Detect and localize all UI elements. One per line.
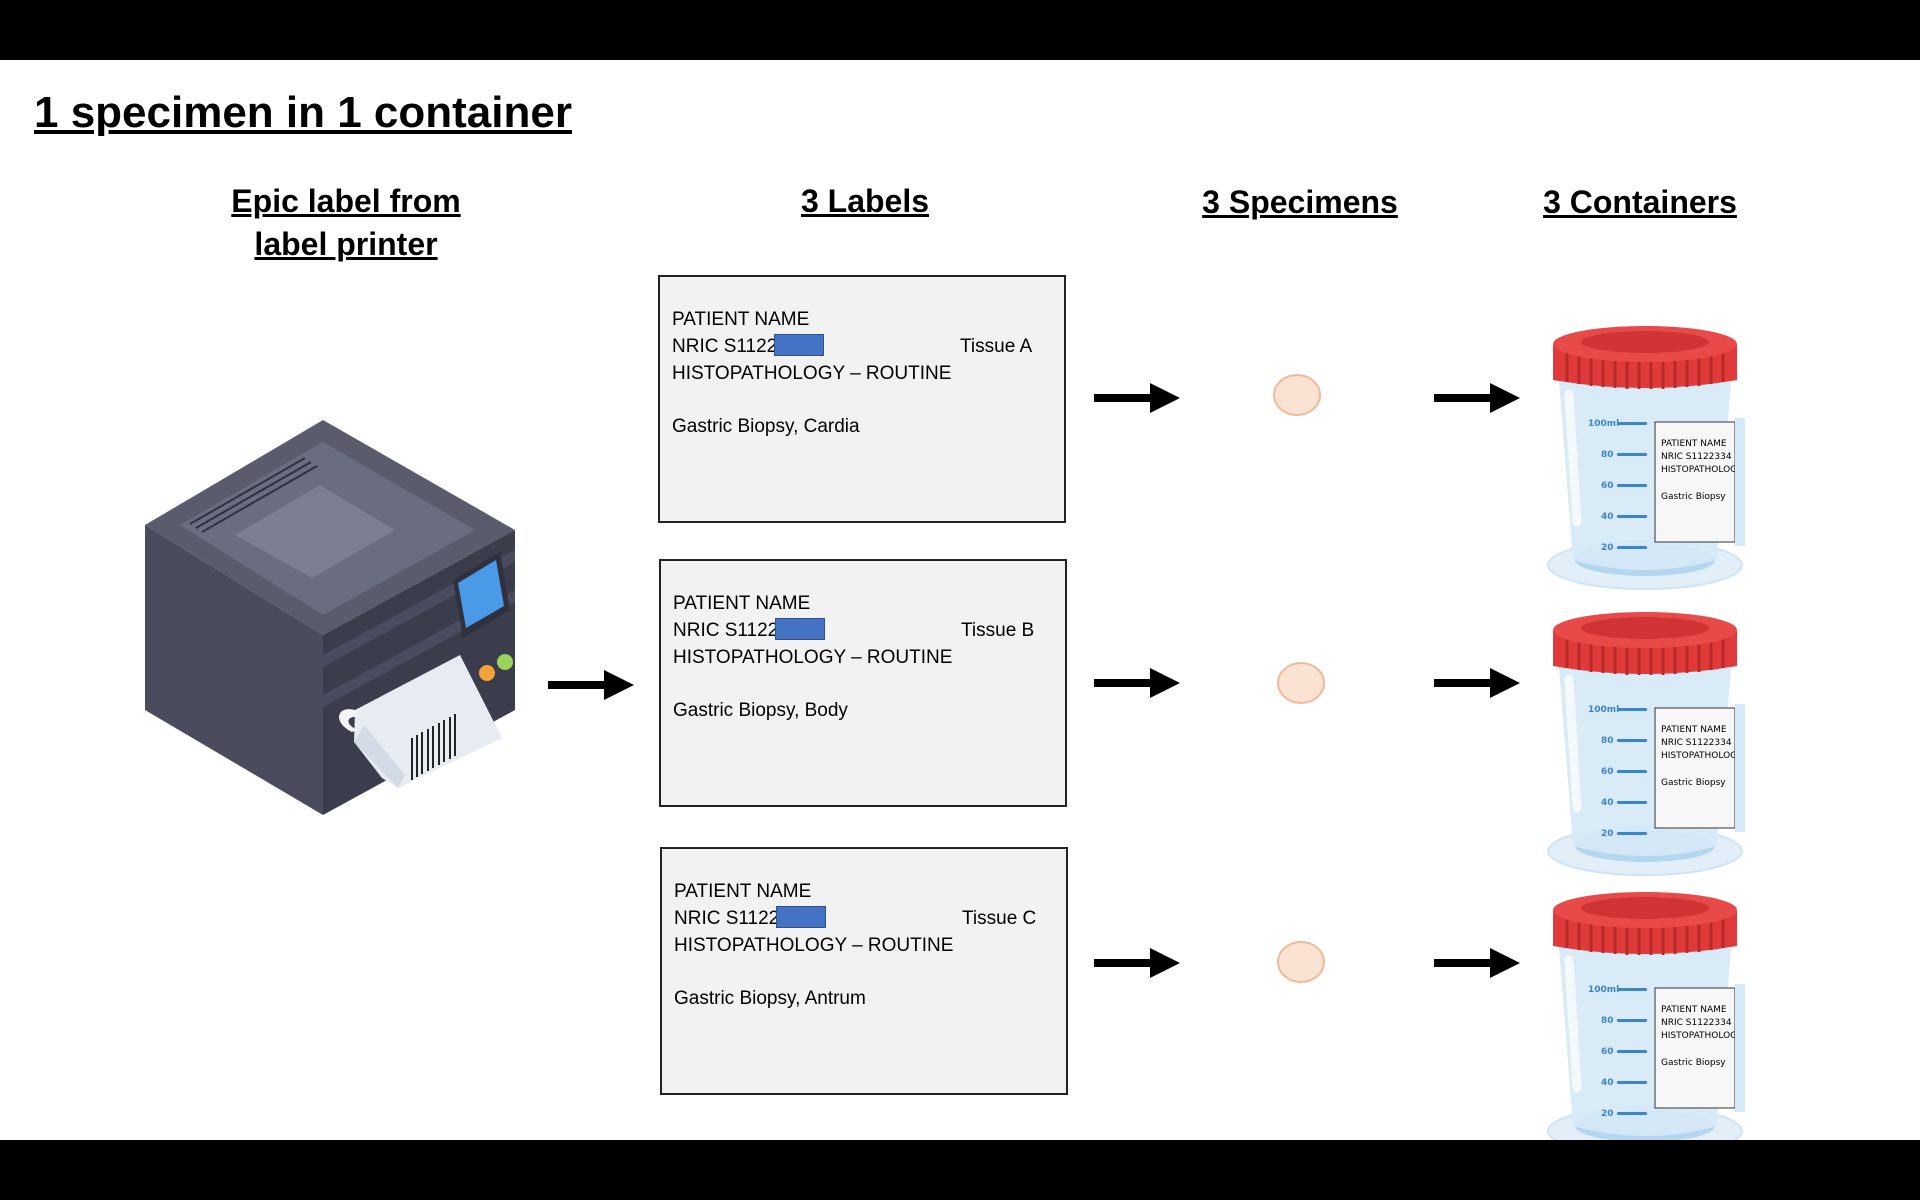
slide: 1 specimen in 1 container Epic label fro… (0, 60, 1920, 1140)
column-heading-containers: 3 Containers (1543, 184, 1737, 220)
container-label-text: HISTOPATHOLOGY (1661, 751, 1743, 761)
volume-marks: 100ml 80 60 40 20 (1588, 985, 1647, 1119)
label-department: HISTOPATHOLOGY – ROUTINE (674, 935, 954, 956)
label-nric: NRIC S1122 (672, 336, 778, 357)
label-description: Gastric Biopsy, Cardia (672, 416, 860, 437)
volume-mark-label: 80 (1601, 736, 1614, 746)
volume-mark-label: 60 (1601, 1047, 1614, 1057)
volume-mark-label: 40 (1601, 1078, 1614, 1088)
label-description: Gastric Biopsy, Antrum (674, 988, 866, 1009)
redaction-box (776, 906, 826, 928)
container-label-text: Gastric Biopsy (1661, 778, 1726, 788)
redaction-box (774, 334, 824, 356)
column-heading-specimens: 3 Specimens (1202, 184, 1398, 220)
volume-mark-label: 60 (1601, 767, 1614, 777)
volume-mark-label: 100ml (1588, 705, 1619, 715)
tissue-specimen-icon (1277, 662, 1325, 704)
label-card-a: PATIENT NAME NRIC S1122 Tissue A HISTOPA… (658, 275, 1066, 523)
volume-mark-label: 20 (1601, 543, 1614, 553)
label-patient-name: PATIENT NAME (672, 309, 810, 330)
slide-title: 1 specimen in 1 container (34, 88, 572, 137)
volume-mark-label: 100ml (1588, 419, 1619, 429)
volume-marks: 100ml 80 60 40 20 (1588, 419, 1647, 553)
specimen-container-icon: 100ml 80 60 40 20 PATIENT NAME NRIC S112… (1547, 326, 1745, 590)
volume-marks: 100ml 80 60 40 20 (1588, 705, 1647, 839)
column-heading-printer-line2: label printer (254, 226, 438, 262)
label-description: Gastric Biopsy, Body (673, 700, 848, 721)
label-tissue: Tissue C (962, 908, 1037, 929)
tissue-specimen-icon (1277, 941, 1325, 983)
volume-mark-label: 60 (1601, 481, 1614, 491)
right-arrow-icon (1094, 948, 1180, 978)
label-nric: NRIC S1122 (674, 908, 780, 929)
container-label-text: NRIC S1122334 (1661, 1018, 1732, 1028)
container-label-text: HISTOPATHOLOGY (1661, 1031, 1743, 1041)
volume-mark-label: 20 (1601, 1109, 1614, 1119)
redaction-box (775, 618, 825, 640)
specimen-container-icon: 100ml 80 60 40 20 PATIENT NAME NRIC S112… (1547, 612, 1745, 876)
container-label-text: Gastric Biopsy (1661, 492, 1726, 502)
label-tissue: Tissue B (961, 620, 1035, 641)
right-arrow-icon (1434, 668, 1520, 698)
volume-mark-label: 80 (1601, 1016, 1614, 1026)
right-arrow-icon (548, 670, 634, 700)
specimen-container-icon: 100ml 80 60 40 20 PATIENT NAME NRIC S112… (1547, 892, 1745, 1140)
tissue-specimen-icon (1273, 374, 1321, 416)
right-arrow-icon (1094, 383, 1180, 413)
right-arrow-icon (1094, 668, 1180, 698)
container-label-text: Gastric Biopsy (1661, 1058, 1726, 1068)
volume-mark-label: 40 (1601, 512, 1614, 522)
label-tissue: Tissue A (960, 336, 1033, 357)
container-label-text: NRIC S1122334 (1661, 738, 1732, 748)
label-printer-icon (145, 420, 515, 815)
volume-mark-label: 100ml (1588, 985, 1619, 995)
label-nric: NRIC S1122 (673, 620, 779, 641)
label-patient-name: PATIENT NAME (674, 881, 812, 902)
label-department: HISTOPATHOLOGY – ROUTINE (673, 647, 953, 668)
right-arrow-icon (1434, 948, 1520, 978)
volume-mark-label: 40 (1601, 798, 1614, 808)
container-label-text: PATIENT NAME (1661, 439, 1727, 449)
container-label-text: PATIENT NAME (1661, 1005, 1727, 1015)
label-card-b: PATIENT NAME NRIC S1122 Tissue B HISTOPA… (659, 559, 1067, 807)
right-arrow-icon (1434, 383, 1520, 413)
column-heading-printer: Epic label from label printer (226, 180, 466, 266)
column-heading-labels: 3 Labels (800, 183, 930, 219)
container-label-text: HISTOPATHOLOGY (1661, 465, 1743, 475)
container-label-text: PATIENT NAME (1661, 725, 1727, 735)
label-card-c: PATIENT NAME NRIC S1122 Tissue C HISTOPA… (660, 847, 1068, 1095)
label-patient-name: PATIENT NAME (673, 593, 811, 614)
column-heading-printer-line1: Epic label from (231, 183, 461, 219)
volume-mark-label: 80 (1601, 450, 1614, 460)
volume-mark-label: 20 (1601, 829, 1614, 839)
container-label-text: NRIC S1122334 (1661, 452, 1732, 462)
label-department: HISTOPATHOLOGY – ROUTINE (672, 363, 952, 384)
